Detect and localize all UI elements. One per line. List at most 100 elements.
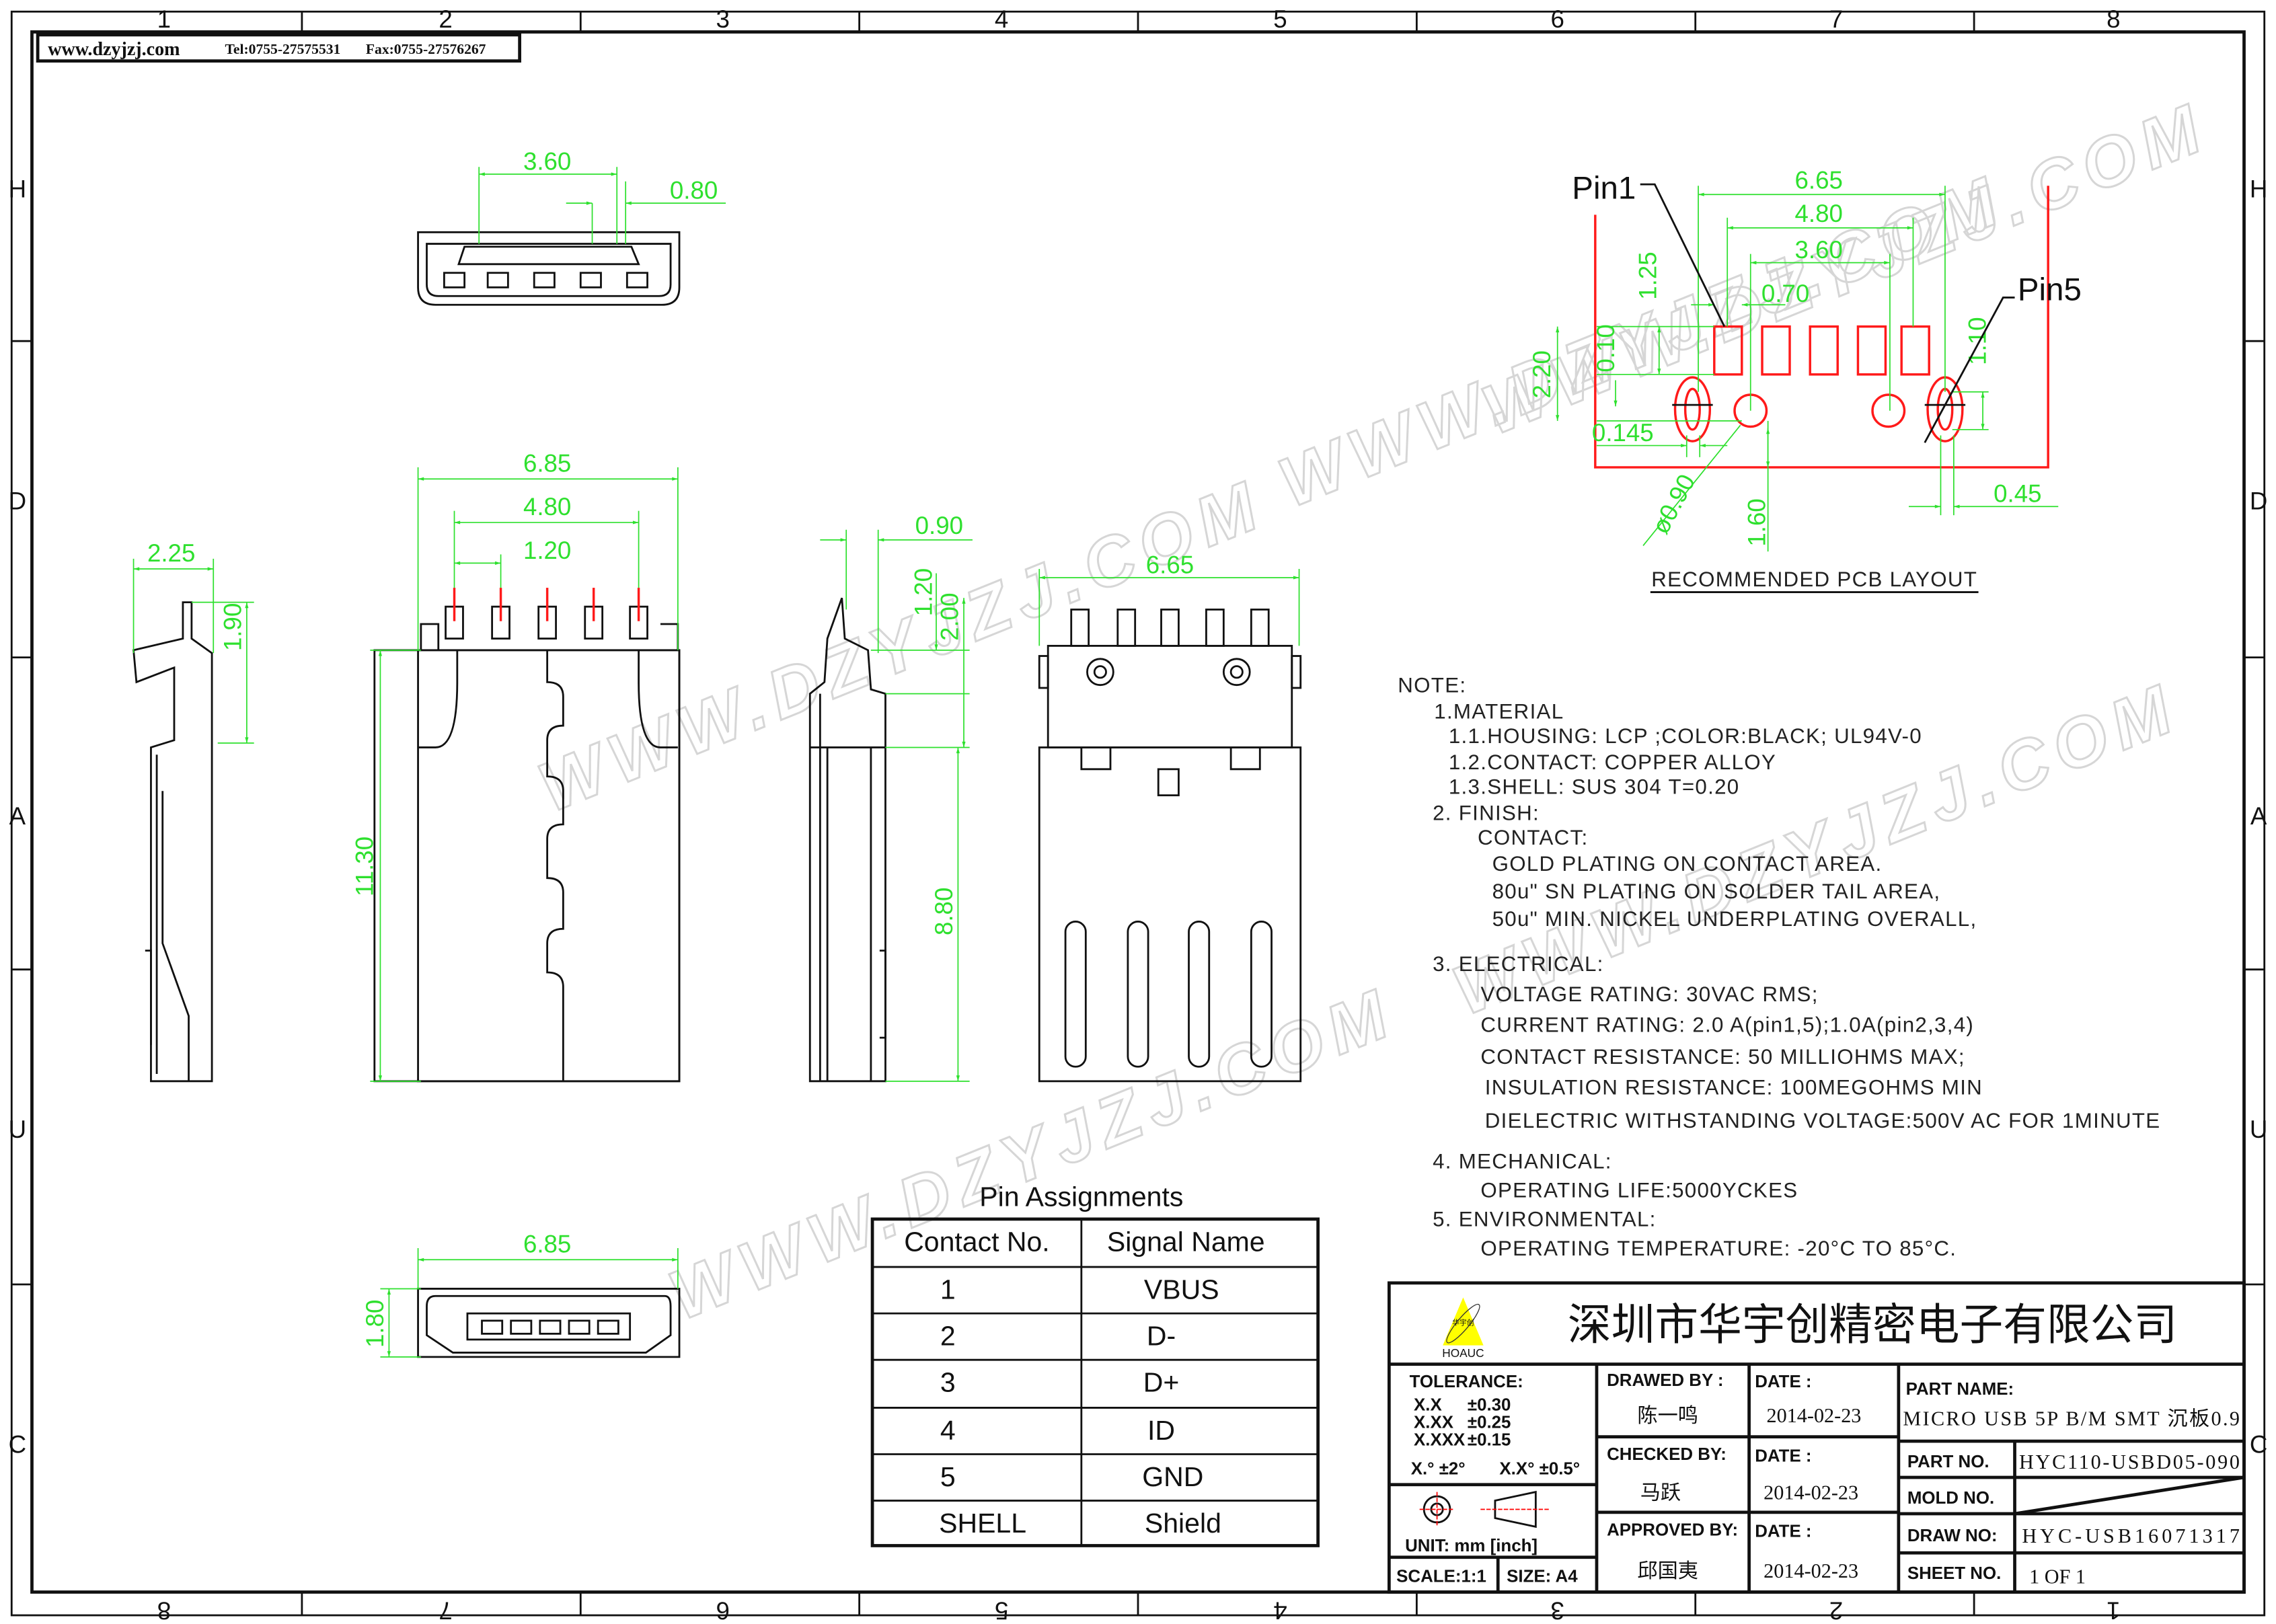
label-text: 邱国夷: [1637, 1559, 1698, 1582]
dim-pcb-1.25: 1.25: [1634, 252, 1661, 299]
label-text: 1: [940, 1274, 956, 1305]
label-text: X.° ±2°: [1411, 1460, 1466, 1479]
label-text: NOTE:: [1398, 673, 1466, 697]
label-text: 3: [716, 5, 730, 33]
dim-pcb-1.10: 1.10: [1963, 317, 1991, 364]
label-text: 1.1.HOUSING: LCP ;COLOR:BLACK; UL94V-0: [1449, 724, 1922, 748]
dim-pcb-4.80: 4.80: [1794, 200, 1842, 227]
label-text: SCALE:1:1: [1396, 1567, 1486, 1586]
label-text: X.XXX: [1414, 1431, 1466, 1450]
label-text: DRAW NO:: [1907, 1526, 1998, 1545]
dim-front-4.80: 4.80: [523, 493, 571, 520]
projection-symbol-icon: [1419, 1490, 1550, 1529]
label-text: 1.2.CONTACT: COPPER ALLOY: [1449, 750, 1776, 774]
label-text: 6: [1551, 5, 1564, 33]
label-text: 1: [2107, 1597, 2120, 1624]
label-text: 5: [995, 1597, 1008, 1624]
sheet-no: 1 OF 1: [2029, 1565, 2086, 1588]
label-text: 8: [157, 1597, 171, 1624]
label-text: D+: [1143, 1367, 1180, 1398]
label-text: X.X: [1414, 1396, 1442, 1415]
label-text: 4: [1273, 1597, 1287, 1624]
label-text: 50u" MIN. NICKEL UNDERPLATING OVERALL,: [1492, 907, 1977, 931]
label-text: CONTACT:: [1478, 826, 1588, 849]
label-text: 1.MATERIAL: [1434, 699, 1564, 723]
label-text: INSULATION RESISTANCE: 100MEGOHMS MIN: [1485, 1075, 1983, 1099]
label-text: ±0.25: [1468, 1414, 1511, 1432]
label-text: WWW.DZYJZJ.COM: [658, 972, 1406, 1334]
label-text: 2: [439, 5, 452, 33]
dim-pcb-1.60: 1.60: [1743, 498, 1770, 546]
top-view: 3.60 0.80: [417, 148, 726, 306]
label-text: TOLERANCE:: [1410, 1372, 1523, 1391]
dim-side2-2.00: 2.00: [936, 593, 963, 641]
label-text: DATE :: [1755, 1522, 1811, 1541]
label-text: X.X° ±0.5°: [1499, 1460, 1580, 1479]
label-text: 5. ENVIRONMENTAL:: [1433, 1208, 1657, 1231]
side-view-left: 2.25 1.90: [132, 539, 254, 1083]
label-text: PART NAME:: [1906, 1380, 2014, 1399]
dim-pcb-0.45: 0.45: [1994, 480, 2041, 508]
header-contact-box: www.dzyjzj.com Tel:0755-27575531 Fax:075…: [36, 33, 521, 63]
draw-no: HYC-USB16071317: [2022, 1524, 2240, 1547]
dim-rear-6.65: 6.65: [1146, 551, 1194, 578]
label-text: DATE :: [1755, 1446, 1811, 1465]
label-text: 华宇创: [1452, 1318, 1474, 1327]
label-text: H: [9, 176, 26, 203]
label-text: CURRENT RATING: 2.0 A(pin1,5);1.0A(pin2,…: [1480, 1013, 1974, 1036]
pin5-label: Pin5: [2018, 272, 2082, 308]
label-text: VOLTAGE RATING: 30VAC RMS;: [1480, 982, 1818, 1006]
label-text: ±0.30: [1468, 1396, 1511, 1415]
label-text: SHELL: [939, 1508, 1026, 1539]
header-signal-name: Signal Name: [1107, 1226, 1265, 1257]
dim-pcb-0.10: 0.10: [1592, 324, 1620, 372]
label-text: 5: [940, 1461, 956, 1492]
end-view: 6.85 1.80: [361, 1231, 681, 1358]
label-text: 马跃: [1640, 1481, 1681, 1504]
label-text: GOLD PLATING ON CONTACT AREA.: [1492, 852, 1883, 876]
label-text: APPROVED BY:: [1607, 1520, 1738, 1539]
dim-end-6.85: 6.85: [523, 1231, 571, 1258]
label-text: OPERATING LIFE:5000YCKES: [1480, 1178, 1798, 1202]
label-text: ±0.15: [1468, 1431, 1511, 1450]
label-text: 陈一鸣: [1637, 1404, 1698, 1427]
label-text: H: [2250, 176, 2267, 203]
label-text: OPERATING TEMPERATURE: -20°C TO 85°C.: [1480, 1237, 1957, 1260]
label-text: CHECKED BY:: [1607, 1445, 1727, 1464]
fax-text: Fax:0755-27576267: [366, 41, 486, 57]
table-row: SHELL Shield: [939, 1508, 1221, 1539]
dim-pcb-0.70: 0.70: [1761, 280, 1809, 307]
label-text: 5: [1273, 5, 1287, 33]
pcb-layout-title: RECOMMENDED PCB LAYOUT: [1651, 568, 1977, 591]
label-text: D: [9, 488, 26, 515]
dim-front-6.85: 6.85: [523, 449, 571, 477]
label-text: U: [2250, 1116, 2267, 1143]
label-text: C: [9, 1430, 26, 1458]
rear-view: 6.65: [1038, 551, 1302, 1083]
label-text: D-: [1147, 1321, 1176, 1352]
pin-assignments-table: Pin Assignments Contact No. Signal Name …: [870, 1181, 1320, 1547]
label-text: 7: [439, 1597, 452, 1624]
label-text: HOAUC: [1442, 1346, 1484, 1360]
label-text: VBUS: [1144, 1274, 1219, 1305]
label-text: 4. MECHANICAL:: [1433, 1149, 1612, 1173]
dim-pcb-0.145: 0.145: [1592, 419, 1654, 447]
label-text: DRAWED BY :: [1607, 1371, 1723, 1390]
label-text: 8: [2107, 5, 2120, 33]
dim-end-1.80: 1.80: [361, 1300, 389, 1348]
label-text: Shield: [1145, 1508, 1221, 1539]
dim-side2-8.80: 8.80: [930, 888, 958, 935]
dim-side2-1.20: 1.20: [910, 568, 938, 616]
dim-front-1.20: 1.20: [523, 537, 571, 564]
label-text: ID: [1147, 1415, 1175, 1446]
label-text: DATE :: [1755, 1372, 1811, 1391]
label-text: X.XX: [1414, 1414, 1454, 1432]
notes: NOTE: 1.MATERIAL 1.1.HOUSING: LCP ;COLOR…: [1398, 673, 2160, 1260]
dim-pcb-6.65: 6.65: [1794, 167, 1842, 194]
